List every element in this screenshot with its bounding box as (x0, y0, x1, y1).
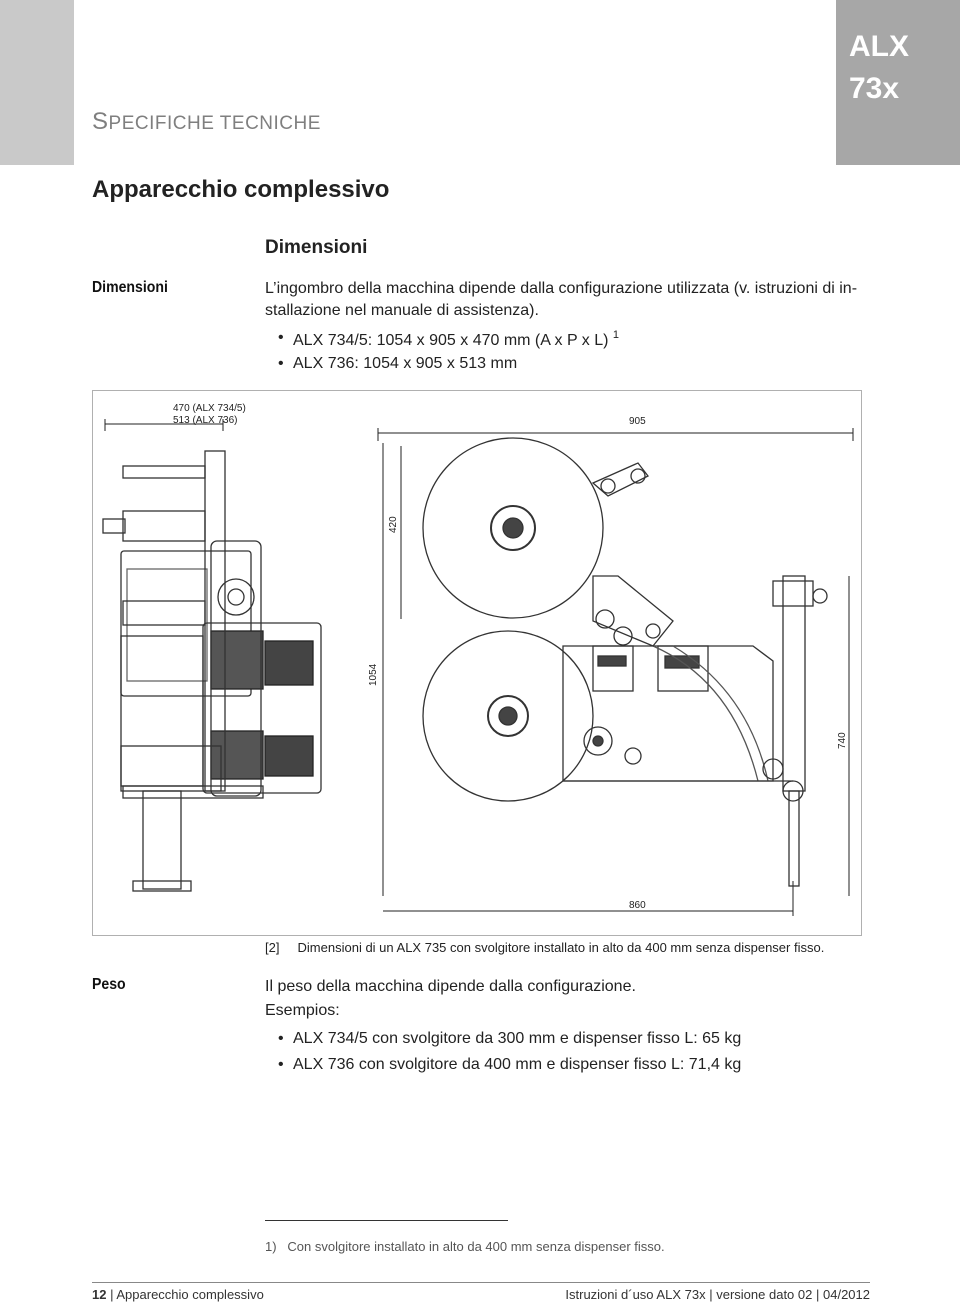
weight-line2: Esempios: (265, 1002, 340, 1019)
top-shaft (122, 465, 206, 479)
reel-bracket (592, 575, 674, 647)
dimensions-bullet-1: ALX 734/5: 1054 x 905 x 470 mm (A x P x … (278, 329, 620, 350)
footnote-ref: 1 (612, 329, 620, 341)
section-title-rest: PECIFICHE TECNICHE (108, 113, 321, 134)
footer-rule (92, 1282, 870, 1283)
footer-version: versione dato 02 (716, 1287, 813, 1302)
dimensions-bullet-2-text: ALX 736: 1054 x 905 x 513 mm (293, 355, 518, 372)
mid-shaft (122, 510, 206, 542)
product-name: ALX (849, 30, 909, 63)
footer-section: Apparecchio complessivo (116, 1287, 264, 1302)
width-label-1: 470 (ALX 734/5) (173, 403, 246, 414)
product-tab: ALX 73x (836, 0, 960, 165)
dimensions-intro-line2: stallazione nel manuale di assistenza). (265, 302, 539, 319)
footnote-number: 1) (265, 1239, 277, 1254)
dimensions-subheading: Dimensioni (265, 237, 368, 258)
dimensions-intro-line1: L’ingombro della macchina dipende dalla … (265, 280, 858, 297)
technical-drawing: 470 (ALX 734/5) 513 (ALX 736) 905 420 10… (92, 390, 862, 936)
header-band (0, 0, 74, 165)
footnote: 1) Con svolgitore installato in alto da … (265, 1239, 665, 1254)
footer-doc-title: Istruzioni d´uso ALX 73x (565, 1287, 706, 1302)
side-panel-dark-2 (264, 640, 314, 686)
weight-side-label: Peso (92, 976, 126, 993)
figure-caption-text: Dimensioni di un ALX 735 con svolgitore … (297, 940, 825, 955)
footer-date: 04/2012 (823, 1287, 870, 1302)
width-label-2: 513 (ALX 736) (173, 415, 238, 426)
machine-drawing: 470 (ALX 734/5) 513 (ALX 736) 905 420 10… (102, 403, 854, 916)
page-number: 12 (92, 1287, 107, 1302)
footer-separator: | (110, 1287, 114, 1302)
footnote-rule (265, 1220, 508, 1221)
dimensions-side-label: Dimensioni (92, 279, 168, 296)
dim-740-label: 740 (837, 732, 848, 749)
right-column (782, 575, 806, 792)
dim-860-label: 860 (629, 900, 646, 911)
figure-caption-tag: [2] (265, 940, 280, 955)
footer-separator-2: | (709, 1287, 713, 1302)
lower-reel (422, 630, 594, 802)
footnote-text: Con svolgitore installato in alto da 400… (287, 1239, 665, 1254)
section-title: SPECIFICHE TECNICHE (92, 108, 321, 136)
footer-left: 12 | Apparecchio complessivo (92, 1287, 264, 1302)
footer-separator-3: | (815, 1287, 820, 1302)
dim-1054-label: 1054 (368, 663, 379, 686)
dim-420-label: 420 (388, 516, 399, 533)
dimensions-bullet-1-text: ALX 734/5: 1054 x 905 x 470 mm (A x P x … (293, 332, 613, 349)
footer-right: Istruzioni d´uso ALX 73x | versione dato… (565, 1287, 870, 1302)
side-roller (217, 578, 255, 616)
chapter-title: Apparecchio complessivo (92, 176, 390, 203)
weight-bullet-2: ALX 736 con svolgitore da 400 mm e dispe… (278, 1056, 741, 1074)
section-title-initial: S (92, 108, 109, 135)
dim-905-label: 905 (629, 416, 646, 427)
control-panel-1 (592, 645, 634, 692)
upper-arm (591, 462, 649, 497)
dimensions-bullet-2: ALX 736: 1054 x 905 x 513 mm (278, 355, 518, 373)
upper-reel (422, 437, 604, 619)
support-column (142, 790, 182, 890)
control-panel-2 (657, 645, 709, 692)
side-panel-dark-1 (210, 630, 264, 690)
weight-line1: Il peso della macchina dipende dalla con… (265, 978, 636, 995)
product-model: 73x (849, 72, 900, 105)
weight-bullet-1: ALX 734/5 con svolgitore da 300 mm e dis… (278, 1030, 741, 1048)
figure-caption: [2] Dimensioni di un ALX 735 con svolgit… (265, 940, 824, 955)
